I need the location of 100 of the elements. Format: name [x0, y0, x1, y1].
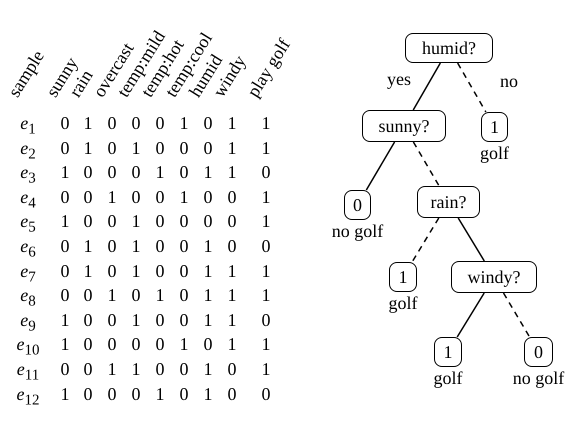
table-value: 1 [156, 286, 164, 304]
leaf-caption: golf [480, 144, 509, 162]
table-value: 1 [132, 138, 140, 157]
table-value: 0 [204, 188, 212, 206]
table-value: 1 [262, 286, 270, 304]
row-label: e$_{8}$ [20, 286, 36, 310]
table-value: 0 [84, 188, 92, 206]
table-value: 0 [84, 286, 92, 304]
table-value: 1 [180, 335, 188, 354]
table-value: 0 [228, 237, 236, 255]
leaf-caption: no golf [332, 222, 384, 240]
table-value: 1 [60, 212, 70, 230]
table-value: 1 [60, 163, 70, 182]
table-value: 0 [132, 188, 140, 206]
branch-line [412, 142, 440, 186]
table-value: 0 [228, 384, 236, 403]
table-value: 1 [108, 360, 116, 378]
table-value: 1 [262, 188, 270, 206]
table-value: 0 [84, 335, 92, 354]
table-value: 0 [60, 237, 70, 255]
row-label: e$_{11}$ [16, 360, 40, 384]
table-value: 0 [108, 114, 116, 132]
table-value: 0 [108, 262, 116, 280]
table-value: 1 [204, 262, 212, 280]
table-value: 0 [204, 138, 212, 157]
table-value: 0 [108, 335, 116, 354]
table-value: 0 [60, 114, 70, 132]
table-value: 1 [60, 335, 70, 354]
branch-line [411, 218, 440, 262]
table-value: 1 [180, 188, 188, 206]
table-value: 1 [204, 163, 212, 182]
table-value: 1 [228, 163, 236, 182]
table-value: 0 [60, 262, 70, 280]
table-value: 0 [84, 310, 92, 329]
decision-node: sunny? [362, 110, 446, 142]
table-value: 0 [262, 237, 270, 255]
table-value: 1 [204, 237, 212, 255]
table-value: 0 [108, 237, 116, 255]
branch-line [456, 292, 485, 338]
table-value: 1 [262, 335, 270, 354]
table-value: 0 [60, 286, 70, 304]
table-value: 1 [60, 310, 70, 329]
table-value: 0 [108, 384, 116, 403]
decision-node: humid? [405, 33, 493, 63]
table-value: 1 [204, 384, 212, 403]
leaf-caption: golf [388, 294, 418, 312]
table-value: 1 [156, 163, 164, 182]
table-value: 0 [84, 360, 92, 378]
table-value: 1 [132, 237, 140, 255]
table-value: 1 [84, 138, 92, 157]
table-value: 0 [156, 262, 164, 280]
table-value: 0 [156, 188, 164, 206]
row-label: e$_{2}$ [20, 138, 36, 162]
table-value: 0 [132, 286, 140, 304]
table-value: 0 [60, 188, 70, 206]
row-label: e$_{4}$ [20, 188, 36, 212]
row-label: e$_{7}$ [20, 262, 36, 286]
table-value: 0 [108, 163, 116, 182]
table-value: 1 [132, 310, 140, 329]
table-value: 0 [204, 335, 212, 354]
table-value: 0 [156, 360, 164, 378]
branch-line [412, 62, 441, 110]
table-value: 1 [84, 114, 92, 132]
table-value: 1 [108, 188, 116, 206]
table-value: 1 [156, 384, 164, 403]
table-value: 0 [180, 163, 188, 182]
table-value: 0 [84, 163, 92, 182]
row-label: e$_{9}$ [20, 310, 36, 334]
table-value: 1 [228, 262, 236, 280]
table-value: 1 [60, 384, 70, 403]
table-value: 1 [132, 360, 140, 378]
branch-line [456, 62, 487, 112]
table-value: 0 [60, 360, 70, 378]
table-value: 0 [262, 310, 270, 329]
row-label: e$_{5}$ [20, 212, 36, 236]
table-value: 0 [204, 212, 212, 230]
table-value: 1 [204, 360, 212, 378]
table-value: 0 [262, 384, 270, 403]
table-value: 1 [180, 114, 188, 132]
table-value: 1 [132, 262, 140, 280]
table-value: 1 [262, 212, 270, 230]
decision-node: rain? [417, 186, 480, 218]
table-value: 0 [132, 163, 140, 182]
table-value: 1 [204, 310, 212, 329]
table-value: 1 [262, 262, 270, 280]
table-value: 0 [156, 310, 164, 329]
table-value: 1 [132, 212, 140, 230]
table-value: 0 [180, 360, 188, 378]
decision-node: windy? [451, 261, 537, 293]
table-value: 0 [84, 212, 92, 230]
row-label: e$_{12}$ [16, 384, 40, 408]
table-value: 0 [156, 335, 164, 354]
table-value: 1 [108, 286, 116, 304]
table-value: 0 [108, 310, 116, 329]
table-value: 0 [132, 335, 140, 354]
table-value: 1 [84, 237, 92, 255]
branch-line [366, 142, 396, 190]
table-value: 0 [228, 188, 236, 206]
table-value: 1 [228, 286, 236, 304]
table-value: 1 [84, 262, 92, 280]
